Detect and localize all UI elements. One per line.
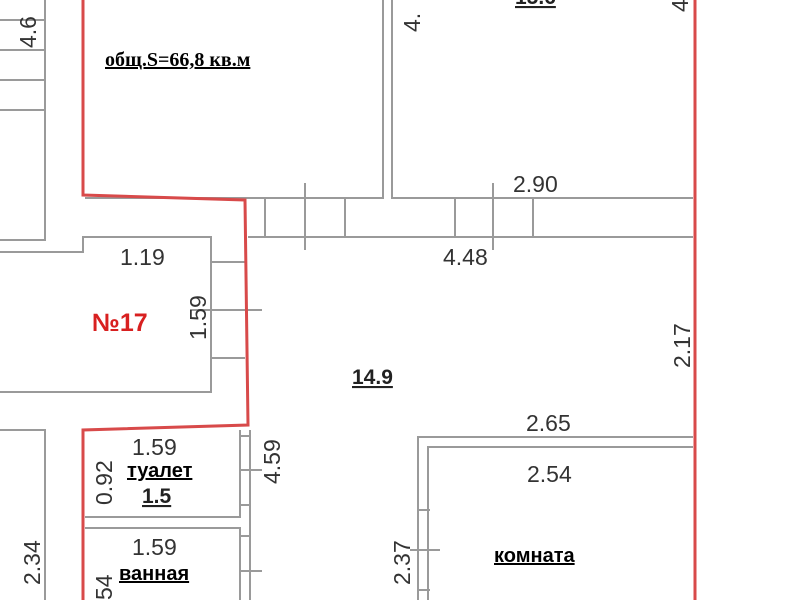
room-label: комната bbox=[494, 545, 575, 567]
toilet-area: 1.5 bbox=[142, 485, 172, 508]
dim-2-34: 2.34 bbox=[19, 540, 45, 585]
walls bbox=[0, 0, 693, 600]
dim-1-59-closet: 1.59 bbox=[185, 295, 211, 340]
dim-2-90: 2.90 bbox=[513, 171, 558, 197]
dim-2-65: 2.65 bbox=[526, 410, 571, 436]
dim-0-92: 0.92 bbox=[91, 460, 117, 505]
toilet-label: туалет bbox=[127, 460, 193, 482]
apartment-boundary bbox=[81, 0, 250, 600]
dim-1-19: 1.19 bbox=[120, 244, 165, 270]
dim-top-right: 4 bbox=[667, 0, 693, 12]
total-area-label: общ.S=66,8 кв.м bbox=[105, 49, 250, 71]
bathroom-label: ванная bbox=[119, 563, 189, 585]
dim-4-59: 4.59 bbox=[259, 439, 285, 484]
dim-2-17: 2.17 bbox=[669, 323, 695, 368]
dim-4-48: 4.48 bbox=[443, 244, 488, 270]
dim-2-54: 2.54 bbox=[527, 461, 572, 487]
dim-2-37: 2.37 bbox=[389, 540, 415, 585]
dim-1-59-toilet: 1.59 bbox=[132, 434, 177, 460]
hall-area: 14.9 bbox=[352, 366, 393, 389]
dim-top-left: 4.6 bbox=[15, 16, 41, 48]
dim-54: 54 bbox=[91, 574, 117, 600]
dim-top-mid: 4. bbox=[399, 13, 425, 32]
apartment-number: №17 bbox=[92, 309, 148, 337]
dim-1-59-bath: 1.59 bbox=[132, 534, 177, 560]
top-room-area: 15.6 bbox=[515, 0, 556, 9]
